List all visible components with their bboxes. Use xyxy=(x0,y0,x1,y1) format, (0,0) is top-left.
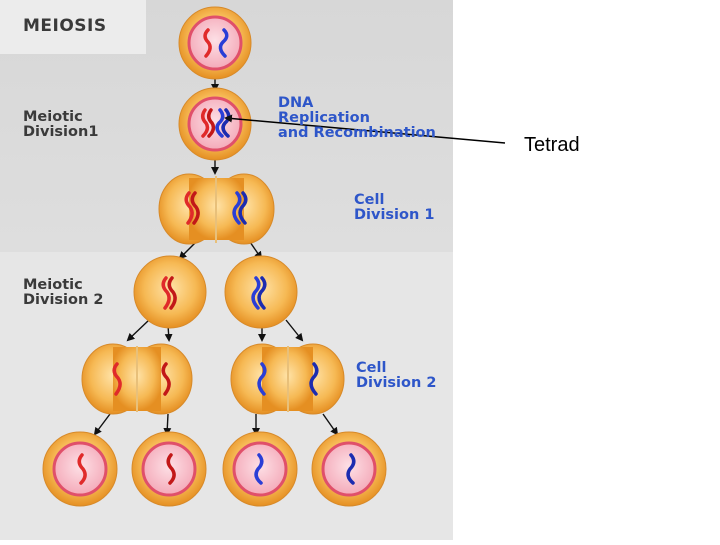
haploid-cell-1 xyxy=(42,431,118,507)
label-line: Replication xyxy=(278,110,370,126)
diagram-title: MEIOSIS xyxy=(23,16,107,36)
label-cell-division-1: Cell Division 1 xyxy=(354,193,434,223)
title-box: MEIOSIS xyxy=(0,0,146,54)
arrow xyxy=(285,319,304,342)
chromosome-red xyxy=(161,362,171,396)
label-dna-replication: DNA Replication and Recombination xyxy=(278,96,436,141)
arrow xyxy=(322,413,339,436)
chromosome-red xyxy=(166,453,176,485)
chromosome-blue xyxy=(309,362,319,396)
chromosome-blue xyxy=(221,108,231,138)
dividing-cell-2-right xyxy=(230,343,345,415)
label-line: Cell xyxy=(354,192,385,208)
dividing-cell-1 xyxy=(158,173,275,245)
arrow xyxy=(163,413,172,436)
chromosome-blue xyxy=(346,453,356,485)
stage-label-line: Meiotic xyxy=(23,277,83,293)
label-line: and Recombination xyxy=(278,125,436,141)
stage-label-line: Division1 xyxy=(23,124,99,140)
chromosome-red xyxy=(190,191,200,225)
chromosome-red xyxy=(167,276,177,310)
tetrad-label: Tetrad xyxy=(524,134,580,156)
chromosome-blue xyxy=(257,276,267,310)
label-cell-division-2: Cell Division 2 xyxy=(356,361,436,391)
chromosome-red xyxy=(201,108,210,138)
chromosome-blue xyxy=(251,276,261,310)
chromosome-red xyxy=(203,28,212,58)
chromosome-red xyxy=(207,108,216,138)
dividing-cell-2-left xyxy=(81,343,193,415)
chromosome-blue xyxy=(218,28,229,58)
label-line: Division 2 xyxy=(356,375,437,391)
tetrad-pointer-line xyxy=(224,114,506,144)
daughter-cell-right xyxy=(224,255,298,329)
label-line: DNA xyxy=(278,95,314,111)
stage-label-division-2: Meiotic Division 2 xyxy=(23,278,103,308)
arrow xyxy=(93,413,111,436)
arrow xyxy=(249,241,263,260)
chromosome-blue xyxy=(257,362,267,396)
label-line: Cell xyxy=(356,360,387,376)
chromosome-blue xyxy=(232,191,242,225)
chromosome-red xyxy=(77,453,87,485)
chromosome-red xyxy=(112,362,122,396)
haploid-cell-4 xyxy=(311,431,387,507)
stage-label-line: Meiotic xyxy=(23,109,83,125)
chromosome-blue xyxy=(238,191,248,225)
daughter-cell-left xyxy=(133,255,207,329)
chromosome-blue xyxy=(215,108,225,138)
parent-cell xyxy=(178,6,252,80)
stage-label-line: Division 2 xyxy=(23,292,104,308)
arrow xyxy=(178,241,197,260)
haploid-cell-2 xyxy=(131,431,207,507)
tetrad-cell xyxy=(178,87,252,161)
arrow xyxy=(126,319,150,342)
label-line: Division 1 xyxy=(354,207,435,223)
chromosome-red xyxy=(184,191,194,225)
haploid-cell-3 xyxy=(222,431,298,507)
stage-label-division-1: Meiotic Division1 xyxy=(23,110,98,140)
chromosome-red xyxy=(161,276,171,310)
chromosome-blue xyxy=(254,453,264,485)
